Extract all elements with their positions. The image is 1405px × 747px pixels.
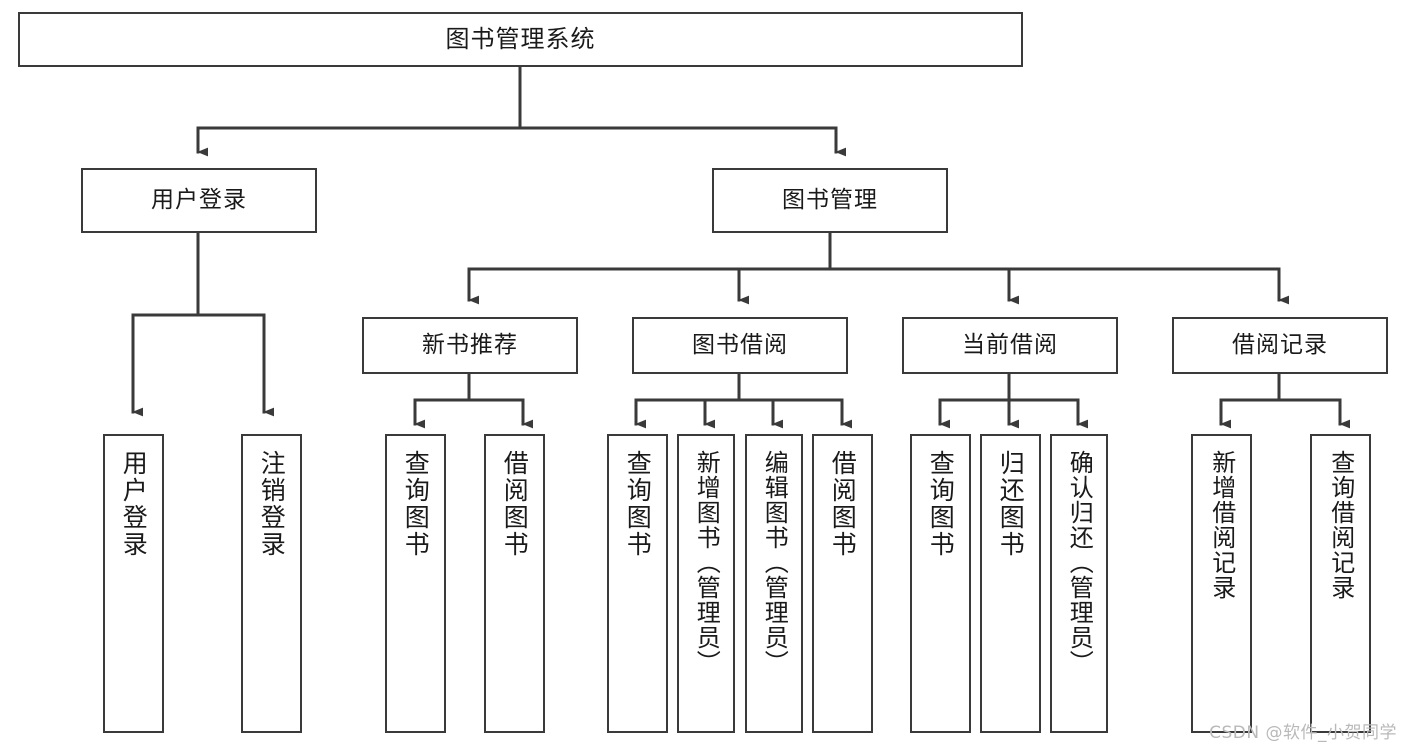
node-leaf-borrow-book[interactable]: 借阅图书 xyxy=(812,434,873,733)
node-new-book-recommend[interactable]: 新书推荐 xyxy=(362,317,578,374)
node-label: 图书管理 xyxy=(782,186,878,213)
node-label: 编辑图书（管理员） xyxy=(760,450,789,675)
node-leaf-logout[interactable]: 注销登录 xyxy=(241,434,302,733)
node-leaf-borrow-book-recommend[interactable]: 借阅图书 xyxy=(484,434,545,733)
node-label: 借阅记录 xyxy=(1232,331,1328,358)
node-root-book-management-system[interactable]: 图书管理系统 xyxy=(18,12,1023,67)
node-label: 图书管理系统 xyxy=(445,25,596,54)
watermark-text: CSDN @软件_小贺同学 xyxy=(1209,723,1397,743)
node-label: 当前借阅 xyxy=(962,331,1058,358)
node-leaf-query-book[interactable]: 查询图书 xyxy=(607,434,668,733)
node-leaf-edit-book-admin[interactable]: 编辑图书（管理员） xyxy=(745,434,803,733)
node-label: 注销登录 xyxy=(257,450,287,558)
node-leaf-confirm-return-admin[interactable]: 确认归还（管理员） xyxy=(1050,434,1108,733)
node-label: 新增图书（管理员） xyxy=(692,450,721,675)
node-leaf-query-book-current[interactable]: 查询图书 xyxy=(910,434,971,733)
node-leaf-add-borrow-record[interactable]: 新增借阅记录 xyxy=(1191,434,1252,733)
node-label: 新增借阅记录 xyxy=(1207,450,1236,600)
node-leaf-return-book[interactable]: 归还图书 xyxy=(980,434,1041,733)
node-label: 归还图书 xyxy=(996,450,1026,558)
node-label: 用户登录 xyxy=(119,450,149,558)
node-leaf-query-book-recommend[interactable]: 查询图书 xyxy=(385,434,446,733)
node-label: 确认归还（管理员） xyxy=(1065,450,1094,675)
node-label: 借阅图书 xyxy=(828,450,858,558)
node-label: 新书推荐 xyxy=(422,331,518,358)
node-label: 用户登录 xyxy=(151,186,247,213)
node-leaf-user-login[interactable]: 用户登录 xyxy=(103,434,164,733)
node-user-login[interactable]: 用户登录 xyxy=(81,168,317,233)
node-book-management[interactable]: 图书管理 xyxy=(712,168,948,233)
node-label: 查询借阅记录 xyxy=(1326,450,1355,600)
node-leaf-query-borrow-record[interactable]: 查询借阅记录 xyxy=(1310,434,1371,733)
node-label: 查询图书 xyxy=(401,450,431,558)
node-label: 查询图书 xyxy=(926,450,956,558)
node-label: 查询图书 xyxy=(623,450,653,558)
node-book-borrow[interactable]: 图书借阅 xyxy=(632,317,848,374)
node-label: 图书借阅 xyxy=(692,331,788,358)
node-borrow-record[interactable]: 借阅记录 xyxy=(1172,317,1388,374)
node-current-borrow[interactable]: 当前借阅 xyxy=(902,317,1118,374)
node-label: 借阅图书 xyxy=(500,450,530,558)
node-leaf-add-book-admin[interactable]: 新增图书（管理员） xyxy=(677,434,735,733)
